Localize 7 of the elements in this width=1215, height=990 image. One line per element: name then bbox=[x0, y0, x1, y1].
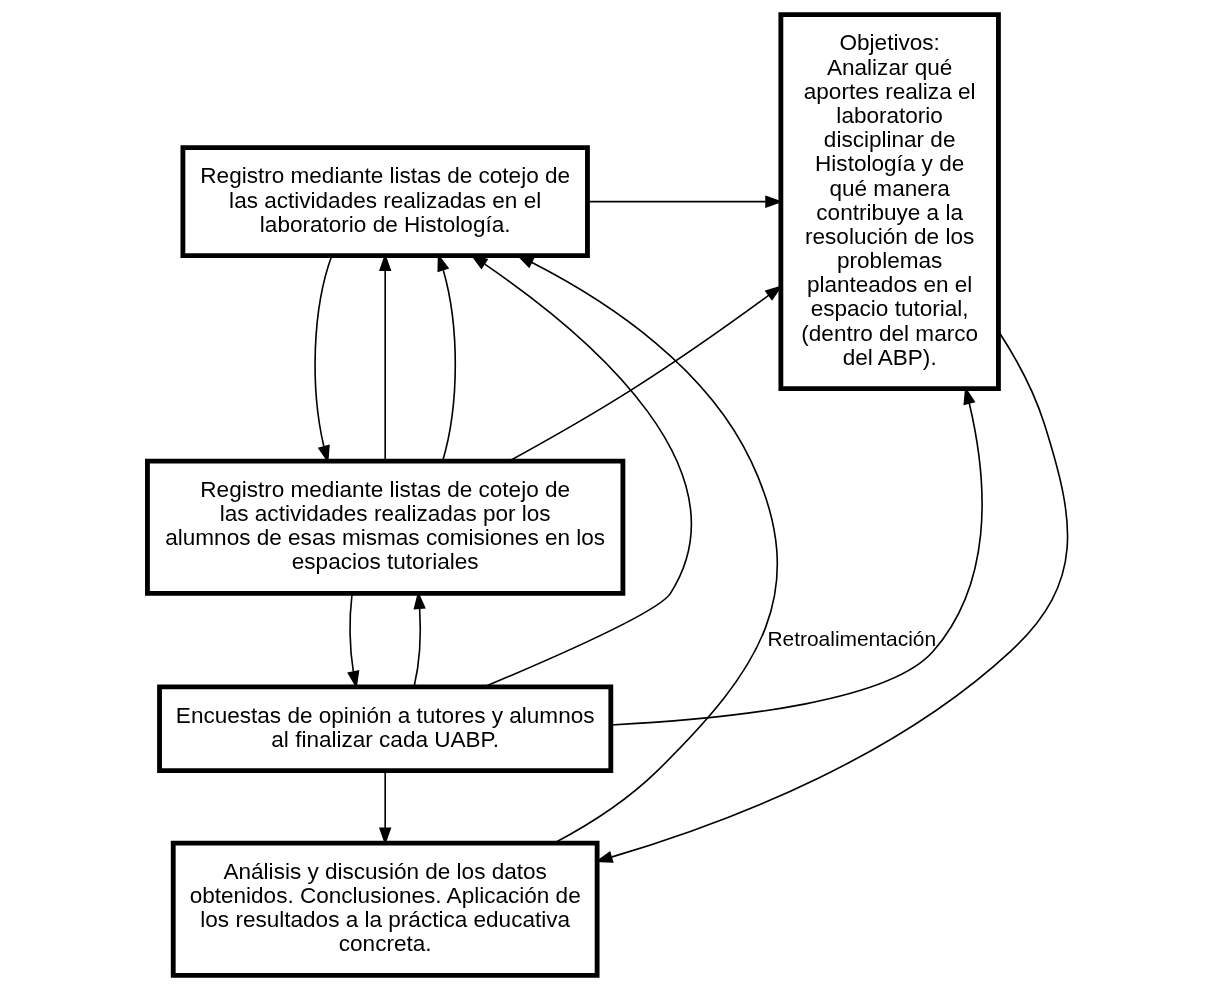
arrow bbox=[378, 253, 391, 462]
edge-label: Retroalimentación bbox=[766, 626, 936, 650]
node-box: Objetivos: Analizar qué aportes realiza el laboratorio disciplinar de Histología y de qué manera contribuye a la resolución de los problemas planteados en el espacio tutorial, (dentro del marco del ABP). bbox=[777, 12, 1001, 392]
node-box: Encuestas de opinión a tutores y alumnos al finalizar cada UABP. bbox=[156, 684, 613, 774]
node-box: Análisis y discusión de los datos obtenidos. Conclusiones. Aplicación de los resultados a la práctica educativa concreta. bbox=[170, 840, 600, 978]
node-box: Registro mediante listas de cotejo de las actividades realizadas por los alumnos de esas mismas comisiones en los espacios tutoriales bbox=[144, 458, 625, 596]
node-box: Registro mediante listas de cotejo de las actividades realizadas en el laboratorio de Histología. bbox=[180, 145, 590, 259]
